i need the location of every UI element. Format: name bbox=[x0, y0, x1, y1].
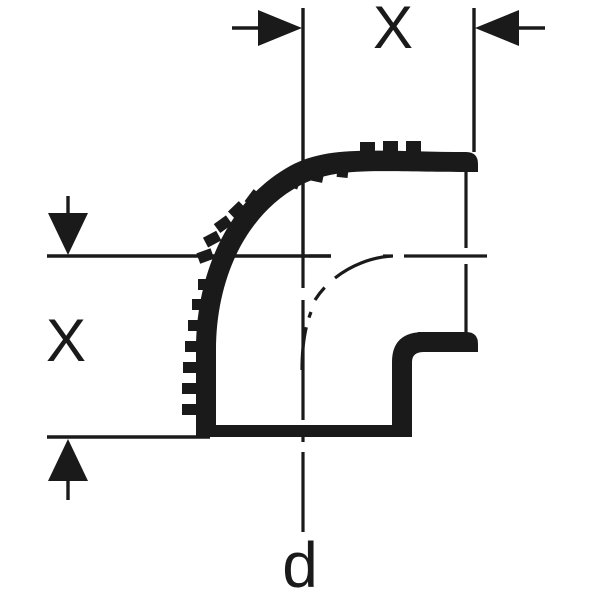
elbow-step-corner bbox=[458, 332, 478, 352]
ribbed-socket-teeth bbox=[182, 141, 421, 415]
elbow-bottom-face bbox=[196, 425, 404, 437]
rib-tooth bbox=[244, 189, 263, 208]
rib-tooth bbox=[182, 383, 197, 394]
rib-tooth bbox=[227, 201, 247, 220]
elbow-body bbox=[182, 141, 478, 437]
label-horizontal-dimension: X bbox=[373, 0, 413, 61]
rib-tooth bbox=[406, 141, 421, 152]
rib-tooth bbox=[185, 341, 200, 352]
rib-tooth bbox=[286, 171, 303, 190]
rib-tooth bbox=[311, 165, 326, 183]
label-vertical-dimension: X bbox=[46, 307, 86, 374]
rib-tooth bbox=[198, 279, 213, 290]
rib-tooth bbox=[196, 248, 215, 264]
elbow-outlet-corner bbox=[452, 152, 478, 172]
rib-tooth bbox=[213, 215, 233, 234]
rib-tooth bbox=[360, 142, 375, 153]
arrow-right-icon bbox=[258, 10, 302, 46]
arrow-left-icon bbox=[475, 10, 519, 46]
label-diameter-dimension: d bbox=[282, 529, 318, 600]
hidden-bore-arc-lower bbox=[300, 311, 313, 371]
arrow-down-icon bbox=[48, 213, 88, 255]
rib-tooth bbox=[182, 404, 197, 415]
elbow-step-riser bbox=[392, 332, 424, 437]
rib-tooth bbox=[202, 230, 222, 248]
rib-tooth bbox=[264, 179, 282, 198]
rib-tooth bbox=[183, 362, 198, 373]
rib-tooth bbox=[192, 299, 207, 310]
rib-tooth bbox=[188, 320, 203, 331]
rib-tooth bbox=[336, 161, 350, 179]
hidden-bore-arc-upper bbox=[313, 254, 393, 301]
elbow-step-shelf bbox=[412, 332, 466, 352]
rib-tooth bbox=[383, 141, 398, 152]
elbow-outer-wall bbox=[196, 150, 466, 437]
arrow-up-icon bbox=[48, 439, 88, 481]
